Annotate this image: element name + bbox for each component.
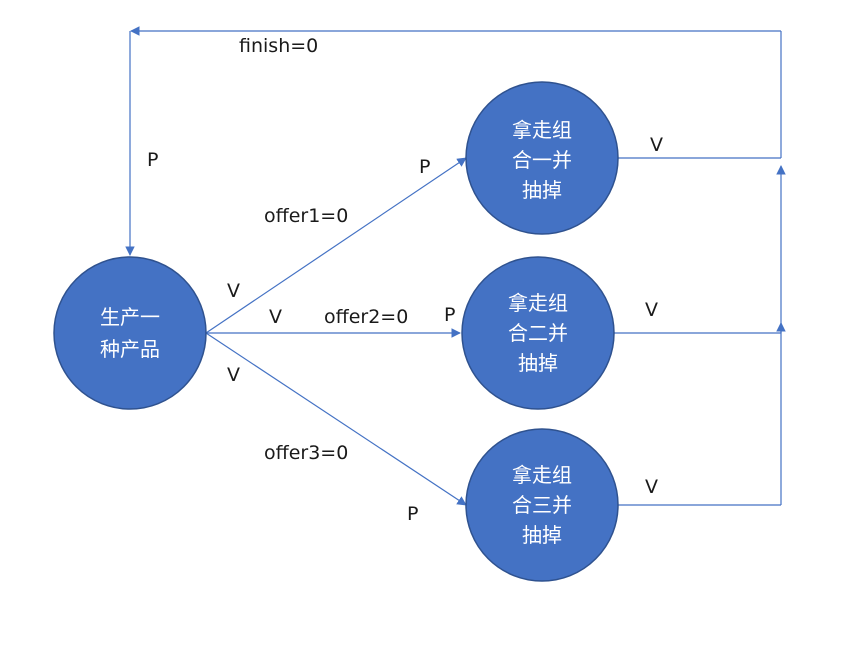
node-taker1-line3: 抽掉 — [522, 178, 562, 202]
node-producer-line1: 生产一 — [100, 305, 160, 329]
node-taker2-line2: 合二并 — [508, 321, 568, 345]
node-taker2-line1: 拿走组 — [508, 291, 568, 315]
label-finish: finish=0 — [239, 35, 318, 57]
node-taker1-line1: 拿走组 — [512, 118, 572, 142]
node-taker1-line2: 合一并 — [512, 148, 572, 172]
node-producer: 生产一 种产品 — [53, 256, 207, 410]
edge-producer-to-taker3 — [205, 332, 467, 506]
node-taker2: 拿走组 合二并 抽掉 — [461, 256, 615, 410]
label-v-upper: V — [227, 280, 240, 302]
label-p-taker1: P — [419, 156, 430, 178]
label-feedback-p: P — [147, 149, 158, 171]
node-taker2-line3: 抽掉 — [518, 351, 558, 375]
label-p-taker2: P — [444, 304, 455, 326]
node-taker3-line1: 拿走组 — [512, 463, 572, 487]
label-offer1: offer1=0 — [264, 205, 348, 227]
label-offer3: offer3=0 — [264, 442, 348, 464]
label-p-taker3: P — [407, 503, 418, 525]
label-v-taker1: V — [650, 134, 663, 156]
label-v-taker3: V — [645, 476, 658, 498]
label-v-taker2: V — [645, 299, 658, 321]
node-taker1: 拿走组 合一并 抽掉 — [465, 81, 619, 235]
node-taker3: 拿走组 合三并 抽掉 — [465, 428, 619, 582]
node-taker3-line2: 合三并 — [512, 493, 572, 517]
label-v-lower: V — [227, 364, 240, 386]
node-taker3-line3: 抽掉 — [522, 523, 562, 547]
label-v-middle: V — [269, 306, 282, 328]
node-producer-line2: 种产品 — [100, 337, 160, 361]
edge-producer-to-taker1 — [205, 157, 467, 334]
label-offer2: offer2=0 — [324, 306, 408, 328]
